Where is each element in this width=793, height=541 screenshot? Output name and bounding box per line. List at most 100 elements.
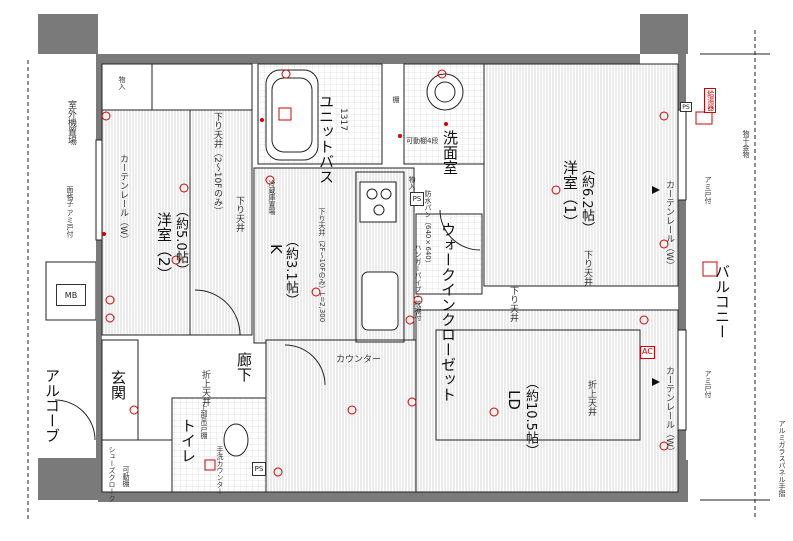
intake-marker: 給湯器	[704, 88, 716, 113]
western1-floor	[483, 63, 679, 287]
bottom-wall	[98, 492, 640, 502]
counter-label: カウンター	[336, 355, 382, 365]
shelf-label: 棚	[392, 96, 400, 103]
wall-column	[38, 458, 98, 500]
outlet-marker	[551, 185, 561, 195]
wall-column	[640, 14, 688, 54]
mb-label: MB	[64, 290, 78, 300]
outlet-marker	[437, 69, 447, 79]
ac-marker: AC	[640, 346, 655, 359]
stove	[359, 181, 397, 223]
door-swing	[284, 344, 326, 386]
ps-box-3: PS	[680, 102, 692, 112]
shoe-closet-label: シューズクローク	[108, 446, 116, 502]
toilet-bowl	[223, 423, 249, 457]
outdoor-unit-label: 室外機置場	[66, 100, 76, 145]
drop-ceiling-note: 下り天井（2〜10Fのみ）	[212, 112, 222, 216]
room-kitchen-size: （約3.1帖）	[283, 234, 298, 307]
bathtub-inner	[271, 77, 313, 153]
bathtub	[265, 69, 319, 161]
folded-ceiling	[435, 329, 641, 441]
drop-ceiling-w2: 下り天井	[234, 196, 244, 232]
room-ld: LD	[505, 390, 523, 410]
room-kitchen: K	[267, 244, 285, 254]
storage-label-2: 物入	[408, 176, 416, 190]
arrow	[652, 186, 660, 194]
room-western1: 洋室（1）	[561, 160, 579, 230]
outlet-marker	[105, 295, 115, 305]
toilet-upper-label: 上部吊戸棚	[200, 404, 208, 439]
outlet-marker	[413, 295, 423, 305]
movable-shelf4-label: 可動棚4段	[406, 137, 439, 145]
right-wall	[678, 54, 686, 494]
mb-box: MB	[56, 284, 86, 306]
vent-marker	[278, 107, 292, 121]
folded-ceiling-ld: 折上天井	[586, 380, 596, 416]
intake-label: 給湯器	[706, 90, 715, 111]
outlet-marker	[639, 315, 649, 325]
room-corridor: 廊下	[235, 352, 253, 382]
walkin-closet	[415, 213, 483, 295]
lattice-label: 面格子 アミ戸付	[66, 186, 74, 238]
door-swing	[194, 289, 241, 336]
window	[677, 109, 687, 201]
outlet-marker	[265, 175, 275, 185]
top-wall	[98, 54, 640, 64]
vent-marker	[204, 459, 216, 471]
glass-rail-label: アルミガラスパネル手摺	[778, 420, 786, 497]
hand-wash-label: 手洗カウンター	[216, 446, 224, 495]
outlet-marker	[311, 287, 321, 297]
hanger-pipe-label: ハンガーパイプ・枕棚付	[414, 244, 422, 321]
outlet-marker	[129, 405, 139, 415]
room-western2-size: （約5.0帖）	[173, 204, 188, 277]
unitbath-size: 1317	[338, 108, 348, 131]
storage-label: 物入	[118, 76, 126, 90]
laundry-hardware-label: 物干金物	[742, 130, 750, 158]
counter	[355, 171, 405, 343]
ps-box-2: PS	[252, 462, 266, 476]
alcove-label: アルコーブ	[43, 368, 61, 443]
washer-pan-label: 防水パン（640×640）	[424, 190, 432, 267]
room-western1-size: （約6.2帖）	[579, 162, 594, 235]
kitchen-sink	[361, 271, 399, 331]
wall-column	[38, 14, 98, 54]
door-swing	[54, 399, 96, 441]
walkin-closet-label: ウォークインクローゼット	[439, 222, 457, 402]
curtain-rail-w2: カーテンレール（W）	[118, 154, 128, 244]
drop-ceiling-ld: 下り天井	[508, 286, 518, 322]
outlet-marker	[179, 183, 189, 193]
room-western2: 洋室（2）	[155, 212, 173, 282]
drop-ceiling-kitchen: 下り天井（2F〜10Fのみ）L=2,300	[318, 208, 326, 323]
door-swing	[439, 209, 481, 251]
curtain-rail-w1: カーテンレール（W）	[664, 180, 674, 270]
outlet-marker	[171, 255, 181, 265]
vent-marker	[702, 261, 718, 277]
room-unitbath: ユニットバス	[317, 94, 335, 184]
net-door-label: アミ戸付	[704, 176, 712, 204]
ps-label-3: PS	[682, 103, 690, 111]
folded-ceiling-entry: 折上天井	[200, 370, 210, 406]
curtain-rail-ld: カーテンレール（W）	[664, 366, 674, 456]
entrance-floor	[101, 339, 139, 441]
toilet-room	[171, 397, 267, 493]
outlet-marker	[405, 315, 415, 325]
ps-label-2: PS	[254, 465, 264, 473]
western2-floor	[101, 109, 191, 336]
outlet-marker	[281, 69, 291, 79]
net-door-label-2: アミ戸付	[704, 370, 712, 398]
fridge-label: 冷蔵庫置場	[268, 180, 276, 215]
outlet-marker	[105, 313, 115, 323]
outlet-marker	[407, 397, 417, 407]
closet-top	[151, 63, 253, 111]
outlet-marker	[489, 407, 499, 417]
outlet-marker	[101, 111, 111, 121]
outlet-marker	[273, 467, 283, 477]
outlet-marker	[659, 111, 669, 121]
ps-box: PS	[410, 192, 424, 206]
room-toilet: トイレ	[179, 418, 197, 463]
left-wall	[96, 54, 102, 494]
sink	[426, 73, 464, 111]
ld-floor	[415, 309, 679, 493]
movable-shelf-label: 可動棚	[122, 466, 130, 487]
outlet-marker	[659, 441, 669, 451]
